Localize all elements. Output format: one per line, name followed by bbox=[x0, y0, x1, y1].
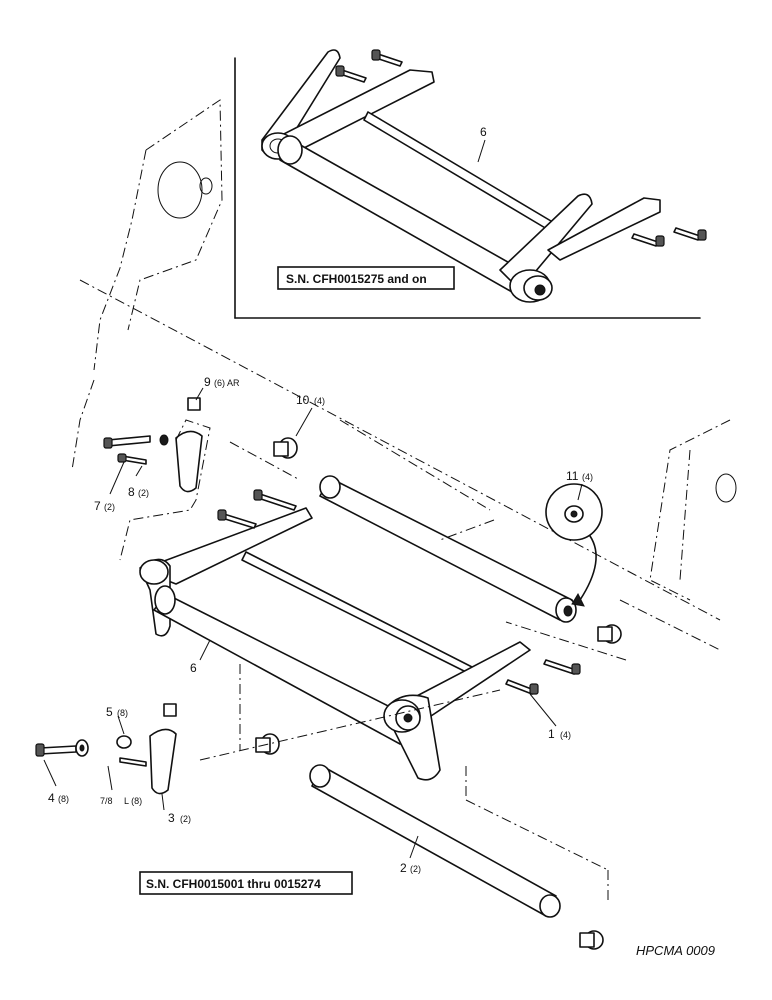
main-assembly bbox=[35, 397, 627, 950]
callout-5: 5 bbox=[106, 705, 113, 719]
callout-1-qty: (4) bbox=[560, 730, 571, 740]
serial-label-old: S.N. CFH0015001 thru 0015274 bbox=[139, 871, 353, 895]
serial-label-old-text: S.N. CFH0015001 thru 0015274 bbox=[146, 877, 321, 891]
serial-label-new: S.N. CFH0015275 and on bbox=[277, 266, 455, 290]
right-frame-outline bbox=[619, 419, 737, 651]
callout-4-qty: (8) bbox=[58, 794, 69, 804]
callout-10: 10 bbox=[296, 393, 310, 407]
callout-2: 2 bbox=[400, 861, 407, 875]
callout-8: 8 bbox=[128, 485, 135, 499]
leader-lines bbox=[43, 139, 583, 859]
callout-7-8: 7/8 bbox=[100, 796, 113, 806]
callout-7: 7 bbox=[94, 499, 101, 513]
figure-id: HPCMA 0009 bbox=[636, 943, 715, 958]
callout-3: 3 bbox=[168, 811, 175, 825]
inset-frame bbox=[234, 57, 701, 319]
callout-4: 4 bbox=[48, 791, 55, 805]
inset-assembly bbox=[261, 49, 707, 303]
callout-8-qty: (2) bbox=[138, 488, 149, 498]
callout-11-qty: (4) bbox=[582, 472, 593, 482]
callout-9-qty: (6) AR bbox=[214, 378, 240, 388]
callout-5-qty: (8) bbox=[117, 708, 128, 718]
callout-1: 1 bbox=[548, 727, 555, 741]
callout-10-qty: (4) bbox=[314, 396, 325, 406]
callout-7-8-qty: L (8) bbox=[124, 796, 142, 806]
callout-9: 9 bbox=[204, 375, 211, 389]
left-frame-outline bbox=[71, 99, 721, 621]
callout-2-qty: (2) bbox=[410, 864, 421, 874]
serial-label-new-text: S.N. CFH0015275 and on bbox=[286, 272, 427, 286]
callout-6-top: 6 bbox=[480, 125, 487, 139]
callout-3-qty: (2) bbox=[180, 814, 191, 824]
callout-7-qty: (2) bbox=[104, 502, 115, 512]
callout-11: 11 bbox=[566, 469, 579, 483]
callout-labels: 6 9 (6) AR 10 (4) 11 (4) 7 (2) 8 (2) 6 1… bbox=[48, 125, 593, 875]
callout-6-bottom: 6 bbox=[190, 661, 197, 675]
